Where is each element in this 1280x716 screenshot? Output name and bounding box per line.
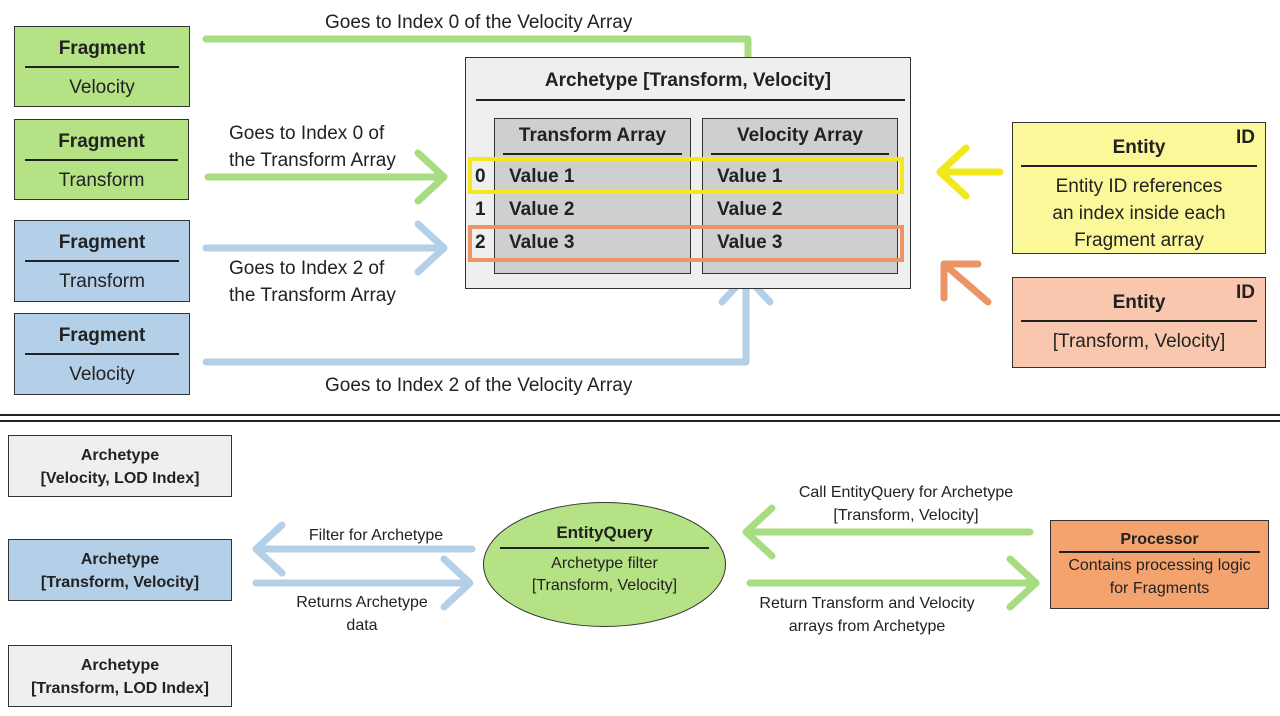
arrowhead-entity-row2 [940,260,982,302]
index-1: 1 [475,199,486,220]
arrowhead-return-arrays [1006,555,1040,611]
entity-title: Entity [1112,292,1166,313]
fragment-velocity-green: Fragment Velocity [14,26,190,107]
entityquery-node: EntityQuery Archetype filter [Transform,… [483,502,726,627]
fragment-title: Fragment [58,325,146,346]
velocity-value-1: Value 2 [717,199,783,220]
label-call-line2: [Transform, Velocity] [833,507,979,524]
label-transform-index0-line1: Goes to Index 0 of [229,123,385,144]
transform-value-1: Value 2 [509,199,575,220]
label-call-entityquery: Call EntityQuery for Archetype [Transfor… [766,481,1046,527]
velocity-array: Velocity Array Value 1 Value 2 Value 3 [702,118,898,274]
fragment-type: Velocity [69,77,135,98]
index-0: 0 [475,166,486,187]
archetype-velocity-lod: Archetype [Velocity, LOD Index] [8,435,232,497]
label-returns-archetype-data: Returns Archetype data [272,591,452,637]
row2-highlight [468,225,904,262]
section-divider [0,414,1280,416]
label-transform-index2-line2: the Transform Array [229,285,396,306]
processor-description: Contains processing logic for Fragments [1051,554,1268,600]
fragment-transform-green: Fragment Transform [14,119,189,200]
entity-yellow: ID Entity Entity ID references an index … [1012,122,1266,254]
label-call-line1: Call EntityQuery for Archetype [798,484,1014,501]
entityquery-filter: Archetype filter [Transform, Velocity] [484,553,725,597]
archetype-divider [476,99,905,101]
label-returns-line1: Returns Archetype [296,594,428,611]
fragment-type: Velocity [69,364,135,385]
entity-components: [Transform, Velocity] [1052,331,1226,352]
section-divider-thin [0,420,1280,422]
label-velocity-index0: Goes to Index 0 of the Velocity Array [325,12,633,33]
label-transform-index2-line1: Goes to Index 2 of [229,258,385,279]
transform-array: Transform Array Value 1 Value 2 Value 3 [494,118,691,274]
processor-divider [1059,551,1260,553]
fragment-type: Transform [59,271,145,292]
label-returns-line2: data [346,617,378,634]
archetype-transform-velocity: Archetype [Transform, Velocity] [8,539,232,601]
entity-divider [1021,320,1257,322]
fragment-divider [25,353,179,355]
fragment-velocity-blue: Fragment Velocity [14,313,190,395]
archetype-components: [Transform, Velocity] [40,574,200,591]
transform-value-0: Value 1 [509,166,575,187]
arrow-entity-to-row2 [940,260,992,306]
fragment-divider [25,159,178,161]
entity-id-tag: ID [1236,282,1255,303]
entity-description: Entity ID references an index inside eac… [1013,173,1265,254]
label-return-arrays: Return Transform and Velocity arrays fro… [728,592,1006,638]
label-return-line2: arrays from Archetype [788,618,946,635]
arrowhead-filter [252,521,286,577]
velocity-value-0: Value 1 [717,166,783,187]
entity-divider [1021,165,1257,167]
entity-id-tag: ID [1236,127,1255,148]
arrowhead-entity-row0 [936,144,970,200]
label-transform-index0-line2: the Transform Array [229,150,396,171]
processor-title: Processor [1120,531,1199,548]
archetype-title: Archetype [Transform, Velocity] [544,70,832,91]
label-filter-for-archetype: Filter for Archetype [308,527,444,544]
arrowhead-returns [440,555,474,611]
entityquery-filter-line2: [Transform, Velocity] [531,577,678,594]
archetype-label: Archetype [80,551,160,568]
arrowhead-transform-index0 [414,149,448,205]
velocity-value-2: Value 3 [717,232,783,253]
fragment-type: Transform [58,170,145,191]
entity-title: Entity [1112,137,1166,158]
index-2: 2 [475,232,486,253]
transform-array-title: Transform Array [518,125,667,146]
label-return-line1: Return Transform and Velocity [759,595,975,612]
entityquery-filter-line1: Archetype filter [551,555,658,572]
fragment-title: Fragment [58,232,146,253]
archetype-container: Archetype [Transform, Velocity] 0 1 2 Tr… [465,57,911,289]
processor-description-line1: Contains processing logic [1068,557,1251,574]
transform-array-divider [503,153,682,155]
processor-description-line2: for Fragments [1109,580,1210,597]
label-velocity-index2: Goes to Index 2 of the Velocity Array [325,375,633,396]
processor-node: Processor Contains processing logic for … [1050,520,1269,609]
fragment-title: Fragment [58,38,146,59]
velocity-array-divider [711,153,889,155]
entityquery-divider [500,547,709,549]
arrowhead-transform-index2 [414,220,448,276]
entity-salmon: ID Entity [Transform, Velocity] [1012,277,1266,368]
velocity-array-title: Velocity Array [736,125,864,146]
archetype-transform-lod: Archetype [Transform, LOD Index] [8,645,232,707]
archetype-label: Archetype [80,657,160,674]
entity-description-line: an index inside each [1052,203,1226,224]
fragment-divider [25,66,179,68]
fragment-divider [25,260,179,262]
transform-value-2: Value 3 [509,232,575,253]
fragment-transform-blue: Fragment Transform [14,220,190,302]
archetype-label: Archetype [80,447,160,464]
entity-description-line: Entity ID references [1055,176,1223,197]
arrowhead-call-entityquery [742,504,776,560]
archetype-components: [Transform, LOD Index] [31,680,209,697]
entityquery-title: EntityQuery [556,523,653,542]
fragment-title: Fragment [58,131,145,152]
archetype-components: [Velocity, LOD Index] [40,470,200,487]
row0-highlight [468,157,904,194]
entity-description-line: Fragment array [1074,230,1204,251]
arrow-fragment-velocity-to-velocity-index2 [202,278,750,366]
